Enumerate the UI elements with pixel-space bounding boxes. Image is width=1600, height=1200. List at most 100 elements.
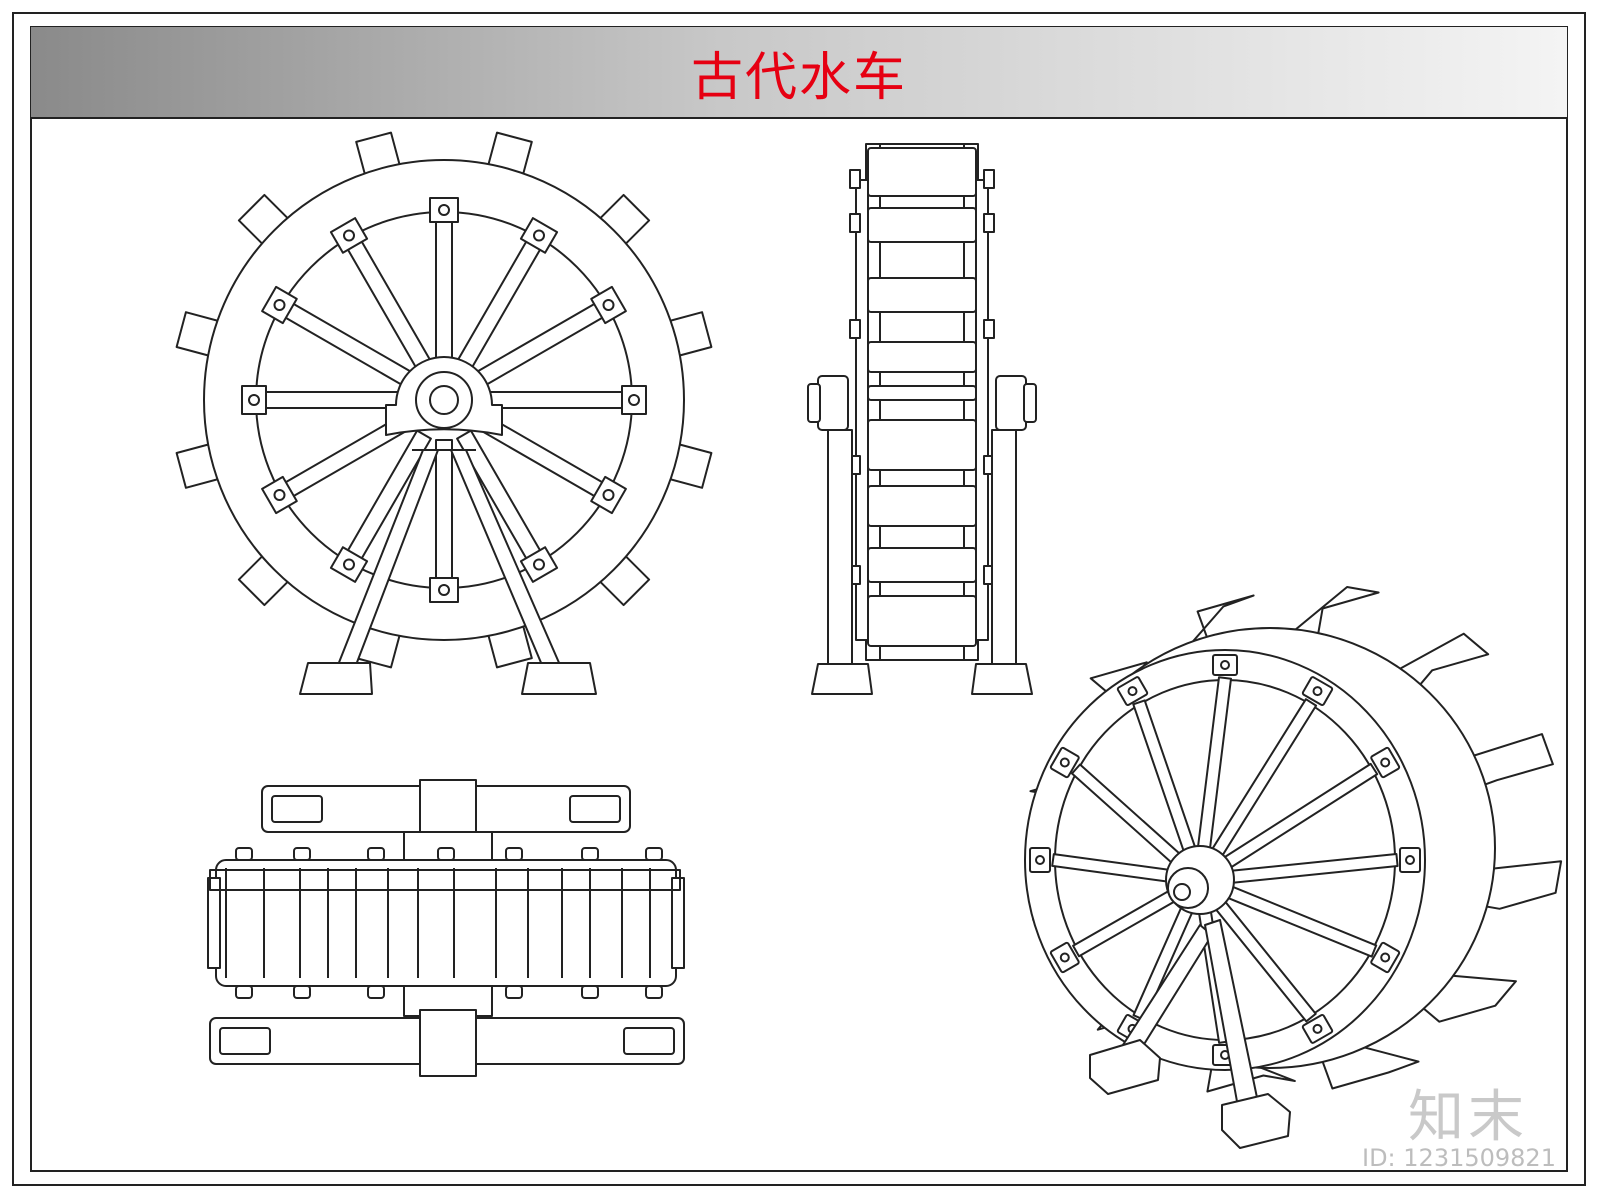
front-bolt-plate (429, 197, 459, 223)
side-bolt-right (983, 169, 995, 189)
side-rail-left (855, 179, 869, 641)
side-bolt-left (849, 213, 861, 233)
side-paddle (867, 341, 977, 373)
iso-bolt-plate (1301, 676, 1334, 707)
iso-foot-left (1089, 1039, 1161, 1095)
iso-bolt-plate (1212, 654, 1238, 676)
iso-bolt (1312, 686, 1323, 697)
top-rim-edge (209, 869, 681, 891)
outer-frame (12, 12, 1586, 1186)
iso-bolt (1380, 952, 1391, 963)
iso-bolt (1035, 855, 1045, 865)
front-bolt (343, 229, 355, 242)
side-bolt-right (983, 213, 995, 233)
front-bolt-plate (429, 577, 459, 603)
drawing-title: 古代水车 (690, 47, 907, 108)
front-spoke (435, 439, 453, 591)
top-bolt (367, 847, 385, 861)
top-bolt (505, 985, 523, 999)
iso-bolt (1312, 1023, 1323, 1034)
side-paddle (867, 385, 977, 401)
front-spoke (483, 391, 635, 409)
side-leg-left (827, 429, 853, 667)
side-paddle (867, 147, 977, 197)
front-foot-right (521, 662, 597, 695)
side-paddle (867, 419, 977, 471)
top-bolt (581, 985, 599, 999)
front-bolt (438, 584, 450, 596)
front-bolt (438, 204, 450, 216)
iso-foot-right (1221, 1093, 1291, 1149)
iso-axle (1173, 883, 1191, 901)
side-paddles (849, 147, 995, 647)
front-spoke (435, 209, 453, 361)
side-paddle (867, 207, 977, 243)
side-bolt-left (849, 319, 861, 339)
iso-bolt-plate (1116, 676, 1149, 707)
front-bolt-plate (590, 475, 627, 515)
top-wheel-band (215, 859, 677, 987)
side-paddle (867, 595, 977, 647)
front-bolt (602, 299, 615, 311)
front-bolt-plate (329, 546, 369, 583)
watermark-logo: 知末 (1408, 1085, 1528, 1150)
front-bolt-plate (329, 217, 369, 254)
top-bolt (293, 847, 311, 861)
side-view (807, 143, 1037, 695)
front-bolt-plate (519, 217, 559, 254)
front-bolt (602, 489, 615, 501)
front-bolt (343, 558, 355, 571)
top-bolt (581, 847, 599, 861)
front-axle (429, 385, 459, 415)
iso-bolt (1380, 757, 1391, 768)
top-bolt (505, 847, 523, 861)
side-paddle (867, 485, 977, 527)
front-bolt-plate (261, 475, 298, 515)
front-bolt-plate (621, 385, 647, 415)
iso-bolt-plate (1370, 746, 1401, 779)
iso-bolt (1059, 757, 1070, 768)
side-axle-cap-left (817, 375, 849, 431)
iso-bolt (1220, 660, 1230, 670)
side-bolt-right (983, 319, 995, 339)
front-bolt-plate (519, 546, 559, 583)
side-leg-right (991, 429, 1017, 667)
iso-bolt-plate (1029, 847, 1051, 873)
top-slats (209, 847, 681, 999)
top-bolt (367, 985, 385, 999)
front-bolt (533, 558, 545, 571)
front-view (175, 131, 713, 695)
iso-bolt (1405, 855, 1415, 865)
top-bolt (645, 985, 663, 999)
front-foot-left (299, 662, 373, 695)
side-paddle (867, 277, 977, 313)
iso-bolt-plate (1301, 1013, 1334, 1044)
side-foot-right (971, 663, 1033, 695)
side-paddle (867, 547, 977, 583)
top-bolt (437, 847, 455, 861)
iso-bolt-plate (1399, 847, 1421, 873)
isometric-view (1024, 586, 1563, 1149)
front-bolt (273, 489, 286, 501)
title-bar: 古代水车 (31, 27, 1567, 119)
front-bolt (533, 229, 545, 242)
front-bolt-plate (261, 285, 298, 325)
front-bolt (273, 299, 286, 311)
top-bolt (293, 985, 311, 999)
iso-bolt (1059, 952, 1070, 963)
top-hub-lower (419, 1009, 477, 1077)
front-bolt-plate (241, 385, 267, 415)
top-view (207, 779, 685, 1077)
top-bolt (645, 847, 663, 861)
side-foot-left (811, 663, 873, 695)
iso-bolt (1127, 686, 1138, 697)
drawing-id: ID: 1231509821 (1362, 1144, 1556, 1172)
iso-bolt-plate (1370, 941, 1401, 974)
front-spoke (253, 391, 405, 409)
top-bolt (235, 847, 253, 861)
iso-bolt-plate (1049, 941, 1080, 974)
front-bolt (248, 394, 260, 406)
side-axle-cap-right (995, 375, 1027, 431)
